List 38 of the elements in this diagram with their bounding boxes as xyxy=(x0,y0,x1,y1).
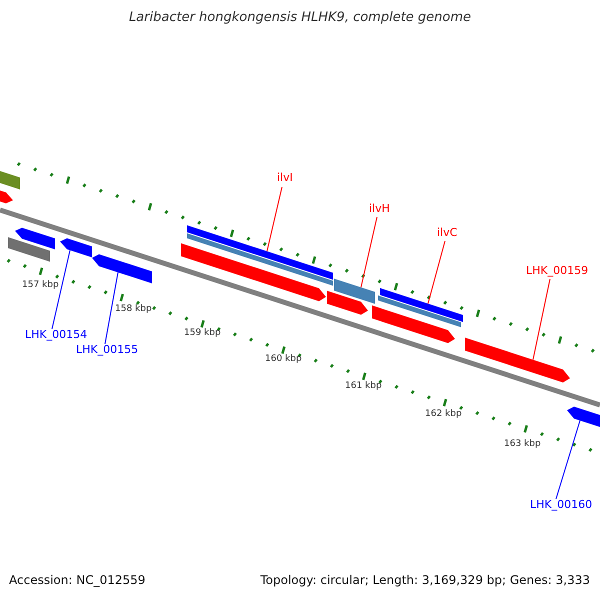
feature-block xyxy=(0,188,13,204)
feature-block xyxy=(378,295,461,328)
feature-block xyxy=(181,243,326,302)
scale-label: 158 kbp xyxy=(115,305,152,315)
feature-block xyxy=(334,278,375,304)
gene-label: ilvH xyxy=(369,203,390,216)
leader-line xyxy=(104,272,118,344)
scale-label: 161 kbp xyxy=(345,382,382,392)
leader-line xyxy=(428,240,446,304)
feature-block xyxy=(8,237,50,262)
feature-block xyxy=(465,338,570,382)
title: Laribacter hongkongensis HLHK9, complete genome xyxy=(128,11,472,26)
feature-block xyxy=(372,305,455,344)
accession-note: Accession: NC_012559 xyxy=(9,574,146,588)
scale-label: 159 kbp xyxy=(184,329,221,339)
feature-block xyxy=(92,254,152,284)
feature-block xyxy=(327,290,368,315)
scale-label: 157 kbp xyxy=(22,281,59,291)
leader-line xyxy=(556,420,580,500)
feature-block xyxy=(187,225,333,280)
feature-block xyxy=(0,171,20,190)
gene-label: ilvI xyxy=(277,172,293,184)
gene-label: LHK_00154 xyxy=(25,329,88,342)
gene-label: LHK_00155 xyxy=(76,344,138,356)
feature-block xyxy=(15,228,55,250)
scale-label: 162 kbp xyxy=(425,410,462,420)
feature-block xyxy=(187,233,333,286)
leader-line xyxy=(360,216,378,288)
gene-label: ilvC xyxy=(437,227,458,240)
gene-label: LHK_00159 xyxy=(526,265,588,278)
feature-block xyxy=(380,288,463,322)
scale-label: 163 kbp xyxy=(504,440,541,450)
genome-summary: Topology: circular; Length: 3,169,329 bp; Genes: 3,333 xyxy=(260,574,590,588)
feature-block xyxy=(60,238,92,258)
gene-label: LHK_00160 xyxy=(530,499,592,512)
leader-line xyxy=(52,250,70,330)
leader-line xyxy=(532,278,550,360)
scale-label: 160 kbp xyxy=(265,355,302,365)
